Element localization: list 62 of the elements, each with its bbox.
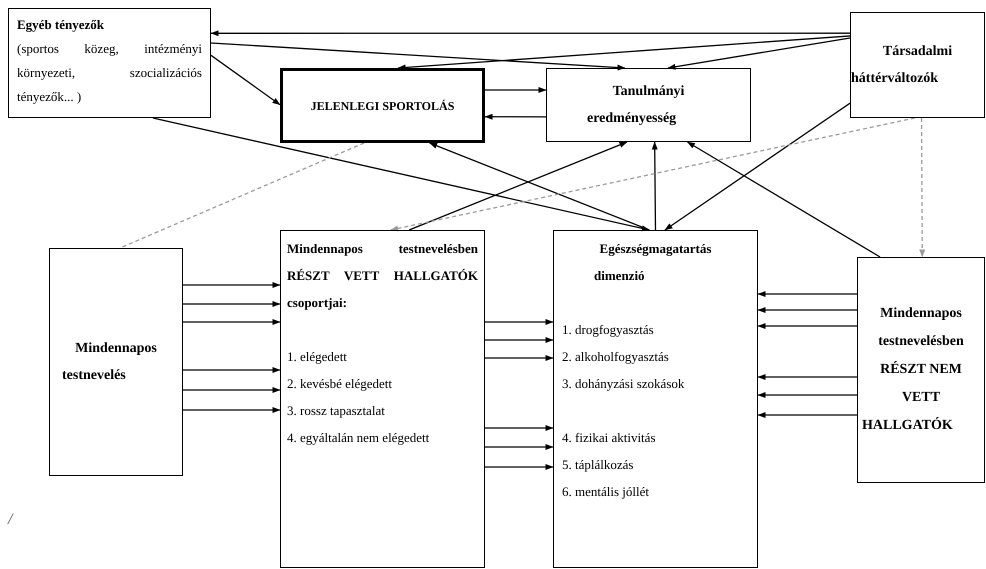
box-heading: Egészségmagatartás dimenzió: [593, 240, 712, 285]
arrow: [390, 117, 915, 232]
arrow: [758, 392, 857, 398]
arrow: [667, 37, 850, 70]
list-item: 1. elégedett: [287, 348, 348, 366]
list-item: 2. alkoholfogyasztás: [562, 348, 670, 366]
box-heading: Mindennapos testnevelésben RÉSZT NEM VETT HALLGATÓK: [861, 305, 965, 435]
arrow: [183, 367, 280, 373]
list-item: 1. drogfogyasztás: [562, 321, 655, 339]
box-heading: Mindennapos testnevelés: [61, 340, 158, 385]
arrow: [429, 142, 650, 231]
arrow: [758, 374, 857, 380]
factor-box: [850, 12, 985, 118]
arrow: [210, 42, 626, 71]
arrow: [183, 282, 280, 288]
arrow: [152, 117, 650, 232]
box-heading: Társadalmi háttérváltozók: [851, 43, 954, 88]
process-box: [49, 248, 183, 476]
arrow: [652, 142, 658, 230]
arrow: [758, 412, 857, 418]
arrow: [758, 291, 857, 297]
factor-box: [8, 8, 211, 118]
box-heading: Tanulmányi eredményesség: [586, 83, 686, 128]
group-box: [857, 257, 985, 483]
arrow: [408, 141, 628, 231]
process-box: [546, 68, 751, 142]
arrow: [183, 301, 280, 307]
arrow: [398, 35, 850, 70]
arrow: [485, 337, 554, 343]
group-box: [280, 230, 485, 568]
arrow: [758, 307, 857, 313]
stray-mark: /: [8, 510, 12, 530]
list-item: 2. kevésbé elégedett: [287, 375, 394, 393]
group-box: [553, 230, 758, 568]
list-item: 5. táplálkozás: [562, 456, 634, 474]
arrow: [485, 86, 546, 93]
list-item: 4. egyáltalán nem elégedett: [287, 429, 430, 447]
arrow: [485, 464, 554, 470]
list-item: 4. fizikai aktivitás: [562, 429, 657, 447]
arrow: [210, 30, 850, 36]
box-heading: Mindennapos testnevelésben RÉSZT VETT HALLGATÓK csoportjai:: [287, 240, 478, 312]
arrow: [485, 355, 554, 361]
process-box: [280, 68, 485, 143]
arrow: [758, 323, 857, 329]
list-item: 3. rossz tapasztalat: [287, 402, 386, 420]
arrow: [183, 319, 280, 325]
box-heading: JELENLEGI SPORTOLÁS: [310, 98, 454, 114]
arrow: [210, 54, 280, 106]
arrow: [183, 387, 280, 393]
list-item: (sportos közeg, intézményi környezeti, szocializációs tényezők... ): [17, 40, 202, 106]
arrow: [687, 141, 880, 258]
arrow: [664, 102, 850, 231]
arrow: [484, 114, 546, 120]
arrow: [485, 444, 554, 450]
list-item: 3. dohányzási szokások: [562, 375, 686, 393]
arrow: [485, 425, 554, 431]
arrow: [183, 407, 280, 413]
list-item: 6. mentális jóllét: [562, 483, 650, 501]
box-heading: Egyéb tényezők: [17, 16, 106, 34]
connector-line: [120, 142, 364, 249]
arrow: [485, 319, 554, 325]
arrow: [919, 118, 926, 258]
